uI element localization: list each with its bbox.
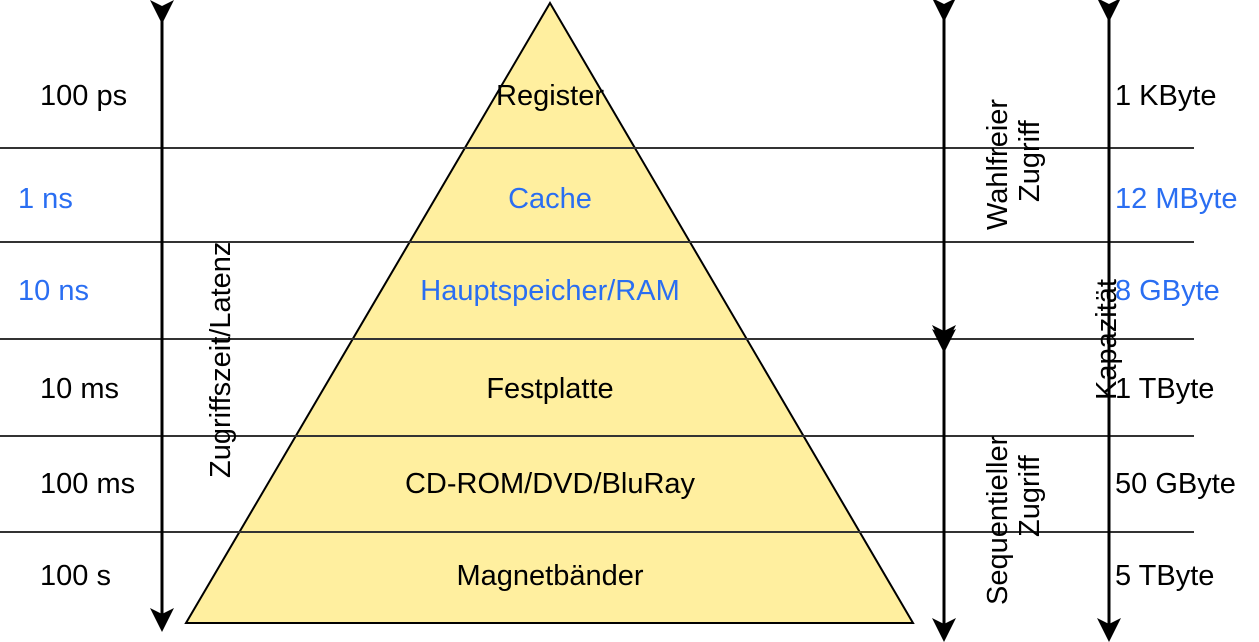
tier-label-ram: Hauptspeicher/RAM [420,275,680,307]
capacity-value-optical: 50 GByte [1115,468,1236,500]
tier-label-optical: CD-ROM/DVD/BluRay [404,468,696,500]
random-access-label-line2: Zugriff [1014,120,1046,202]
tier-label-register: Register [496,80,604,112]
capacity-value-hdd: 1 TByte [1115,373,1215,405]
tier-label-hdd: Festplatte [486,373,614,405]
latency-value-cache: 1 ns [18,183,73,215]
tier-label-cache: Cache [508,183,592,215]
latency-value-optical: 100 ms [40,468,136,500]
random-access-label-line1: Wahlfreier [982,98,1014,230]
sequential-access-label-line2: Zugriff [1014,455,1046,537]
capacity-value-ram: 8 GByte [1115,275,1220,307]
latency-value-hdd: 10 ms [40,373,119,405]
capacity-value-register: 1 KByte [1115,80,1217,112]
latency-value-register: 100 ps [40,80,128,112]
latency-value-tape: 100 s [40,560,111,592]
capacity-value-cache: 12 MByte [1115,183,1238,215]
tier-label-tape: Magnetbänder [456,560,644,592]
latency-value-ram: 10 ns [18,275,89,307]
sequential-access-label-line1: Sequentieller [982,435,1014,605]
capacity-value-tape: 5 TByte [1115,560,1215,592]
latency-axis-label: Zugriffszeit/Latenz [205,241,237,478]
